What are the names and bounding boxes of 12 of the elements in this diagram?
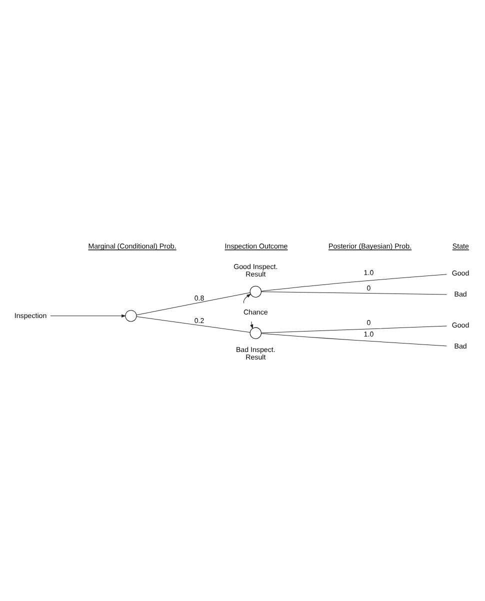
node-circle (250, 286, 262, 298)
arrow (243, 294, 252, 304)
arrow (250, 321, 254, 329)
arrow (50, 314, 126, 318)
connector (261, 326, 448, 334)
connector (261, 291, 448, 295)
connector (136, 316, 250, 333)
connector (136, 292, 250, 316)
connector (261, 333, 447, 346)
node-circle (250, 327, 262, 339)
node-circle (125, 310, 137, 322)
connector (261, 274, 447, 292)
